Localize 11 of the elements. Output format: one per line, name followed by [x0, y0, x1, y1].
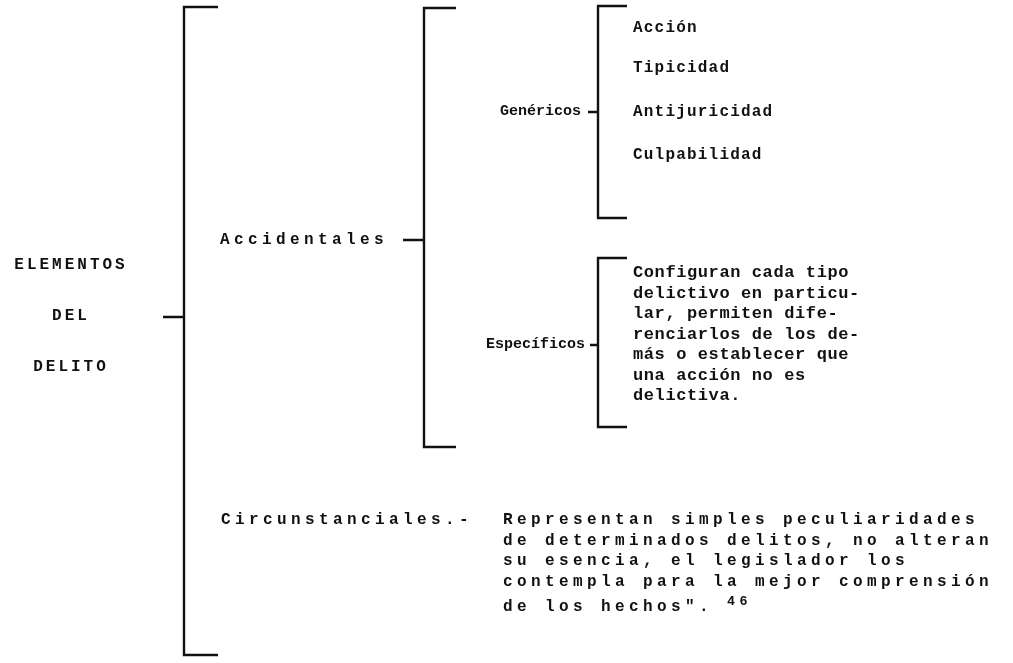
term-label: Específicos [486, 335, 586, 355]
description-text: Representan simples peculiaridades de determinados delitos, no alteran su esencia, el legislador los contempla para la mejor comprensión de los hechos". $^{46}$ [503, 510, 995, 618]
term-label: Antijuricidad [633, 102, 774, 123]
term-label: Tipicidad [633, 58, 731, 79]
term-label: Culpabilidad [633, 145, 763, 166]
term-label: Circunstanciales.- [221, 510, 474, 531]
term-label: Acción [633, 18, 698, 39]
description-text: Configuran cada tipo delictivo en particu- lar, permiten dife- renciarlos de los de- más o establecer que una acción no es delictiva. [633, 263, 861, 407]
term-label: Accidentales [220, 230, 389, 251]
term-label: Genéricos [500, 102, 581, 122]
term-label: ELEMENTOS DEL DELITO [13, 255, 129, 378]
